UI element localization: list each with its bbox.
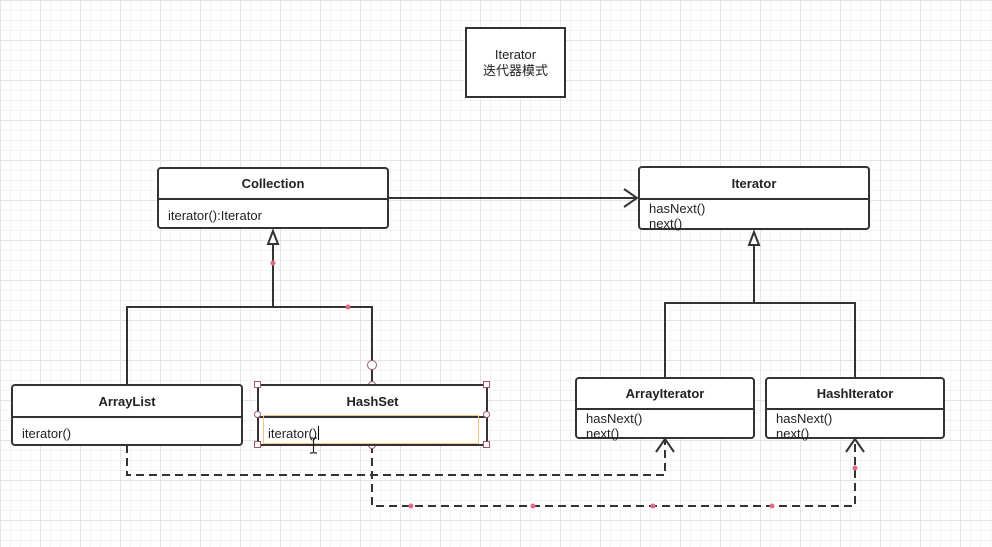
method-next: next() [649,216,683,231]
resize-handle-tl[interactable] [254,381,261,388]
title-note[interactable]: Iterator 迭代器模式 [465,27,566,98]
waypoint-marker [345,304,351,310]
dependency-arraylist-arrayiterator[interactable] [126,437,675,476]
waypoint-marker [408,503,414,509]
class-hashiterator[interactable]: HashIterator hasNext() next() [765,377,945,441]
edge-waypoints[interactable] [270,260,858,509]
method-next: next() [776,426,810,441]
class-iterator[interactable]: Iterator hasNext() next() [638,166,870,231]
method-iterator-editing[interactable]: iterator() [268,426,320,441]
note-line-2: 迭代器模式 [482,62,548,78]
class-methods: hasNext() next() [640,200,868,234]
resize-handle-tr[interactable] [483,381,490,388]
method-iterator: iterator() [22,426,72,441]
class-arraylist[interactable]: ArrayList iterator() [11,384,243,446]
waypoint-marker [270,260,276,266]
class-methods: hasNext() next() [767,410,943,444]
text-cursor-icon [310,437,317,454]
class-name: Collection [159,169,387,200]
waypoint-marker [769,503,775,509]
method-next: next() [586,426,620,441]
class-arrayiterator[interactable]: ArrayIterator hasNext() next() [575,377,755,441]
waypoint-marker [852,465,858,471]
class-name: Iterator [640,168,868,200]
class-methods: iterator() [259,418,486,444]
class-collection[interactable]: Collection iterator():Iterator [157,167,389,229]
resize-handle-bl[interactable] [254,441,261,448]
waypoint-marker [650,503,656,509]
class-name: ArrayIterator [577,379,753,410]
class-name: HashIterator [767,379,943,410]
waypoint-marker [530,503,536,509]
connection-handle-left[interactable] [254,411,261,418]
class-methods: iterator():Iterator [159,200,387,226]
generalization-collection[interactable] [126,228,373,385]
dependency-hashset-hashiterator[interactable] [371,437,865,507]
method-iterator: iterator():Iterator [168,208,262,223]
method-hasnext: hasNext() [586,411,643,426]
text-edit-box[interactable] [263,415,479,444]
connection-handle-right[interactable] [483,411,490,418]
text-caret [318,426,320,440]
class-methods: hasNext() next() [577,410,753,444]
class-methods: iterator() [13,418,241,444]
generalization-iterator[interactable] [664,229,856,378]
method-hasnext: hasNext() [649,201,706,216]
resize-handle-br[interactable] [483,441,490,448]
method-hasnext: hasNext() [776,411,833,426]
class-name: HashSet [259,386,486,418]
note-line-1: Iterator [494,46,537,62]
class-name: ArrayList [13,386,241,418]
association-collection-iterator[interactable] [388,188,639,208]
connection-handle[interactable] [367,360,377,370]
